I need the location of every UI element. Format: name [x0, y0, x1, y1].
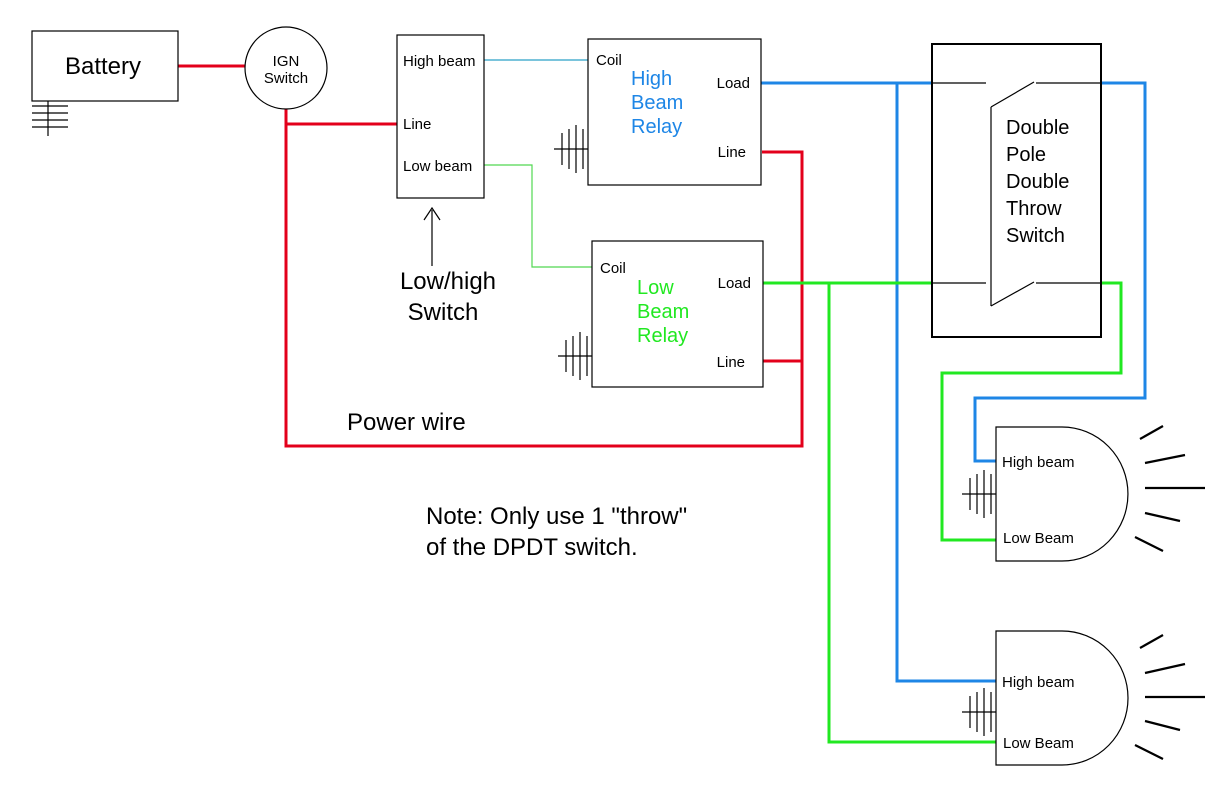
ign-switch: IGN Switch — [244, 26, 328, 110]
high-beam-relay: Coil Load Line High Beam Relay — [554, 38, 762, 186]
dpdt-switch: Double Pole Double Throw Switch — [931, 43, 1102, 338]
headlight-2-body — [995, 630, 1129, 766]
low-beam-wires — [763, 281, 1123, 744]
dpdt-bottom-blade — [990, 281, 1035, 307]
high-relay-title-3: Relay — [631, 116, 682, 138]
switch-high-beam-terminal: High beam — [403, 53, 476, 70]
battery-label: Battery — [65, 53, 141, 80]
low-high-switch-box — [396, 34, 485, 199]
ign-switch-label-1: IGN — [273, 53, 300, 70]
note-line-1: Note: Only use 1 "throw" — [426, 503, 687, 530]
high-beam-relay-box — [587, 38, 762, 186]
low-high-switch-caption-2: Switch — [408, 299, 479, 326]
high-relay-coil-terminal: Coil — [596, 52, 622, 69]
headlight-2-ground-icon — [962, 688, 996, 736]
low-relay-title-3: Relay — [637, 325, 688, 347]
high-relay-title-1: High — [631, 68, 672, 90]
dpdt-label-3: Double — [1006, 171, 1069, 193]
ign-switch-circle — [244, 26, 328, 110]
headlight-2-high-beam-terminal: High beam — [1002, 674, 1075, 691]
power-wire-label: Power wire — [347, 409, 466, 436]
dpdt-label-1: Double — [1006, 117, 1069, 139]
switch-line-terminal: Line — [403, 116, 431, 133]
high-relay-ground-icon — [554, 125, 588, 173]
dpdt-to-headlight-1-high-wire — [973, 81, 1147, 463]
headlight-1-high-beam-terminal: High beam — [1002, 454, 1075, 471]
high-relay-title-2: Beam — [631, 92, 683, 114]
arrow-up-icon — [423, 206, 441, 266]
battery-ground-icon — [32, 101, 68, 136]
headlight-2-light-rays-icon — [1134, 634, 1205, 760]
low-relay-title-1: Low — [637, 277, 674, 299]
headlight-1-body — [995, 426, 1129, 562]
low-beam-relay-box — [591, 240, 764, 388]
battery-box — [31, 30, 179, 102]
headlight-2-low-beam-terminal: Low Beam — [1003, 735, 1074, 752]
low-relay-title-2: Beam — [637, 301, 689, 323]
low-relay-ground-icon — [558, 332, 592, 380]
headlight-1-ground-icon — [962, 470, 996, 518]
headlight-1-light-rays-icon — [1134, 425, 1205, 552]
low-beam-wire-to-headlight-2 — [827, 283, 996, 744]
battery: Battery — [31, 30, 179, 136]
dpdt-to-headlight-1-low-wire — [940, 281, 1123, 542]
low-relay-coil-terminal: Coil — [600, 260, 626, 277]
dpdt-top-blade — [990, 81, 1035, 108]
dpdt-label-2: Pole — [1006, 144, 1046, 166]
headlight-2: High beam Low Beam — [962, 630, 1205, 766]
power-wire — [284, 103, 804, 448]
power-wires — [178, 64, 804, 448]
low-beam-relay: Coil Load Line Low Beam Relay — [558, 240, 764, 388]
headlight-1-low-beam-terminal: Low Beam — [1003, 530, 1074, 547]
high-relay-line-terminal: Line — [718, 144, 746, 161]
low-high-switch-caption-1: Low/high — [400, 268, 496, 295]
note-line-2: of the DPDT switch. — [426, 534, 638, 561]
low-relay-load-terminal: Load — [718, 275, 751, 292]
high-relay-load-terminal: Load — [717, 75, 750, 92]
low-beam-coil-wire — [484, 164, 592, 268]
dpdt-label-5: Switch — [1006, 225, 1065, 247]
dpdt-label-4: Throw — [1006, 198, 1062, 220]
low-high-switch: High beam Line Low beam Low/high Switch — [396, 34, 496, 326]
headlight-1: High beam Low Beam — [962, 425, 1205, 562]
ign-switch-label-2: Switch — [264, 70, 308, 87]
low-relay-line-terminal: Line — [717, 354, 745, 371]
switch-low-beam-terminal: Low beam — [403, 158, 472, 175]
